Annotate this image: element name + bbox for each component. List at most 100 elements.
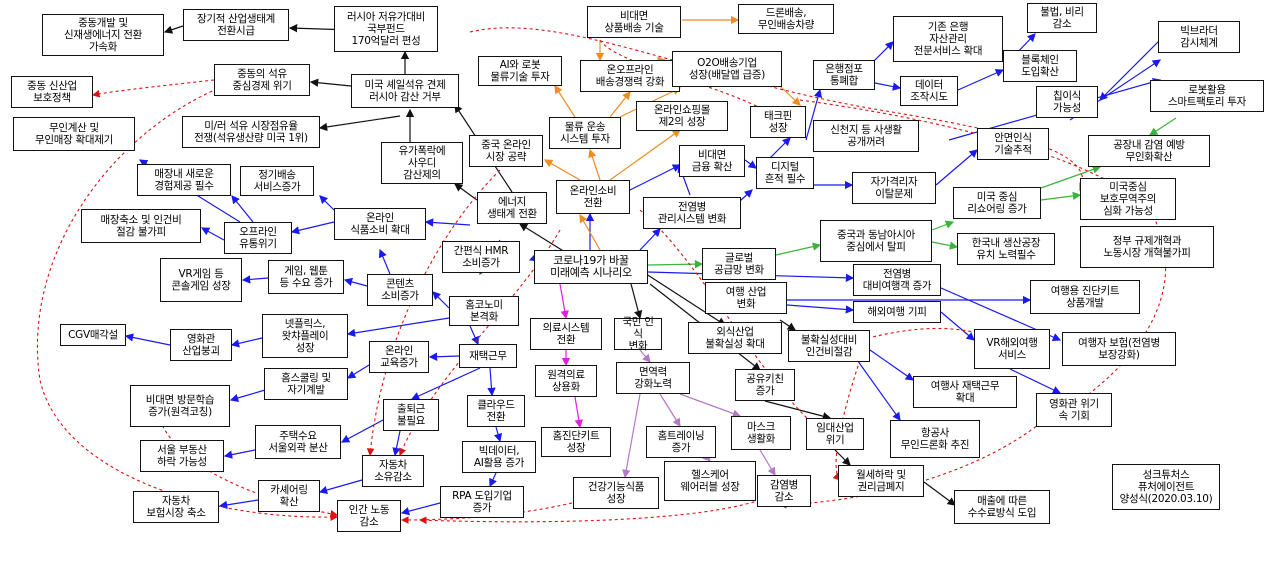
connector-orange (779, 85, 801, 106)
node-theater: 영화관 산업붕괴 (170, 329, 232, 361)
node-cloud: 클라우드 전환 (467, 395, 525, 427)
connector-red-dashed (832, 359, 861, 481)
node-online-edu: 온라인 교육증가 (369, 341, 429, 373)
node-energy: 에너지 생태계 전환 (477, 192, 547, 224)
node-vr-game: VR게임 등 콘솔게임 성장 (160, 258, 242, 302)
connector-blue (432, 291, 450, 309)
node-travel-agency: 여행사 재택근무 확대 (913, 376, 1017, 408)
connector-blue (231, 195, 254, 223)
node-contactless-fin: 비대면 금융 확산 (679, 145, 745, 177)
node-travel-ins: 여행자 보험(전염병 보장강화) (1062, 332, 1176, 366)
connector-violet (679, 393, 742, 418)
node-us-center: 미국 중심 리쇼어링 증가 (953, 187, 1041, 219)
node-offline-crisis: 오프라인 유통위기 (224, 222, 292, 254)
node-digital-trace: 디지털 흔적 필수 (756, 157, 814, 189)
connector-blue (318, 479, 363, 495)
connector-black (318, 115, 401, 132)
connector-orange (543, 159, 581, 181)
connector-blue (346, 317, 450, 338)
node-car-own: 자동차 소유감소 (362, 455, 424, 487)
connector-black (163, 25, 184, 34)
connector-black (764, 400, 832, 421)
node-game-web: 게임, 웹툰 등 수요 증가 (268, 260, 344, 294)
connector-red-dashed (799, 99, 1167, 421)
node-car-ins: 자동차 보험시장 축소 (133, 491, 219, 523)
node-quarantine: 공장내 감염 예방 무인화확산 (1088, 135, 1210, 167)
connector-violet (622, 393, 641, 479)
node-commute: 출퇴근 불필요 (383, 399, 439, 431)
node-health-food: 건강기능식품 성장 (573, 477, 659, 509)
node-online-consume: 온라인소비 전환 (556, 180, 630, 214)
node-reform: 정부 규제개혁과 노동시장 개혁불가피 (1080, 226, 1214, 268)
connector-black (309, 78, 352, 87)
connector-blue (241, 275, 269, 284)
connector-black (518, 223, 566, 253)
node-shincheonji: 신천지 등 사생활 공개꺼려 (813, 120, 919, 152)
connector-blue (343, 277, 368, 287)
node-cgv: CGV매각설 (60, 324, 126, 346)
connector-violet (659, 393, 681, 428)
node-airline: 항공사 무인드론화 추진 (890, 420, 980, 458)
connector-blue (410, 367, 481, 400)
node-unmanned-pay: 무인계산 및 무인매장 확대제기 (13, 117, 135, 151)
node-self-isolation: 자가격리자 이탈문제 (852, 172, 936, 204)
node-carsharing: 카셰어링 확산 (258, 480, 320, 512)
node-immunity: 면역력 강화노력 (616, 362, 690, 394)
node-nonface-edu: 비대면 방문학습 증가(원격코칭) (130, 385, 230, 427)
node-mgmt-change: 전염병 관리시스템 변화 (643, 197, 741, 229)
connector-blue (957, 69, 1005, 91)
connector-blue (869, 349, 914, 381)
connector-blue (940, 311, 975, 341)
connector-green (1148, 117, 1177, 136)
connector-blue (319, 195, 335, 211)
node-oil-economy: 중동의 석유 중심경제 위기 (214, 64, 310, 96)
node-russia-fund: 러시아 저유가대비 국부펀드 170억달러 편성 (334, 6, 438, 52)
connector-black (454, 183, 478, 201)
node-rpa: RPA 도입기업 증가 (440, 486, 524, 518)
connector-magenta (574, 396, 583, 429)
connector-blue (346, 364, 370, 379)
connector-blue (223, 449, 256, 459)
node-dining: 외식산업 불확실성 확대 (688, 322, 782, 354)
node-delivery-comp: 온오프라인 배송경쟁력 강화 (580, 60, 680, 92)
connector-red-dashed (159, 419, 339, 518)
node-us-oil-war: 미/러 석유 시장점유율 전쟁(석유생산량 미국 1위) (182, 116, 320, 148)
node-bigbrother: 빅브라더 감시체계 (1158, 21, 1240, 53)
connector-blue (1009, 368, 1062, 394)
node-logistics-inv: 물류 운송 시스템 투자 (549, 117, 621, 149)
node-hmr: 간편식 HMR 소비증가 (442, 241, 520, 273)
connector-blue (786, 304, 855, 314)
node-data-org: 데이터 조작시도 (900, 76, 958, 106)
connector-blue (629, 164, 682, 191)
node-fintech: 태크핀 성장 (750, 106, 806, 138)
node-online-food: 온라인 식품소비 확대 (334, 208, 426, 240)
connector-blue (493, 426, 503, 443)
node-vr-travel: VR해외여행 서비스 (974, 329, 1050, 369)
node-contents: 콘텐츠 소비증가 (367, 274, 433, 306)
node-theater-crisis: 영화관 위기 속 기회 (1036, 393, 1112, 427)
node-robot-factory: 로봇활용 스마트팩토리 투자 (1150, 80, 1264, 112)
connector-blue (218, 499, 259, 510)
connector-red-dashed (639, 209, 821, 431)
connector-blue (124, 333, 171, 346)
connector-green (931, 220, 955, 231)
node-remote-work: 재택근무 (459, 344, 517, 368)
connector-blue (869, 81, 902, 91)
node-drone: 드론배송, 무인배송차량 (738, 4, 834, 34)
node-homeschool: 홈스쿨링 및 자기계발 (264, 368, 348, 400)
connector-blue (639, 228, 661, 251)
node-store-reduce: 매장축소 및 인건비 절감 불가피 (81, 209, 201, 243)
connector-black (629, 279, 643, 320)
connector-orange (609, 91, 631, 118)
connector-blue (1099, 39, 1161, 101)
connector-blue (428, 352, 460, 361)
connector-blue (469, 325, 479, 346)
connector-blue (769, 137, 791, 159)
connector-blue (200, 227, 225, 241)
node-overseas-avoid: 해외여행 기피 (853, 301, 941, 323)
connector-blue (392, 430, 401, 457)
connector-blue (340, 419, 384, 443)
node-korea-factory: 한국내 생산공장 유치 노력필수 (957, 233, 1055, 265)
connector-orange (588, 148, 601, 181)
